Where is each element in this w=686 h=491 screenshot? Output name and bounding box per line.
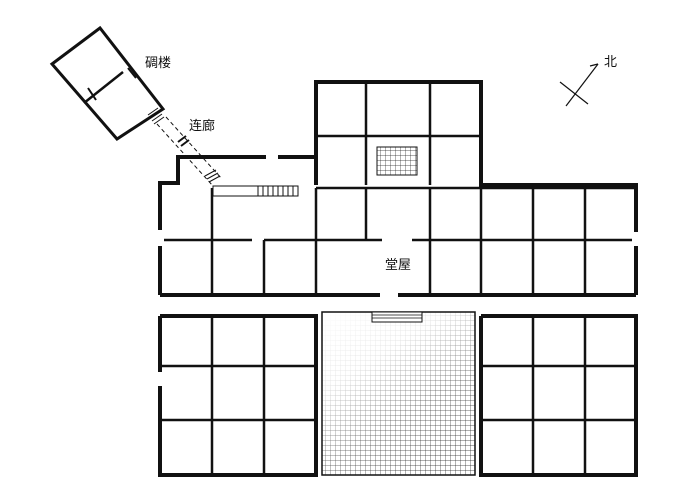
main-house-label: 堂屋 (385, 258, 412, 273)
diaolou-label: 碉楼 (145, 56, 172, 71)
right-wing-walls (481, 316, 636, 475)
door-openings (156, 230, 640, 386)
skylight (376, 146, 418, 176)
left-wing-walls (160, 316, 316, 475)
diaolou-stair (147, 107, 165, 125)
north-label: 北 (604, 55, 618, 70)
outer-walls (158, 80, 638, 477)
corridor (156, 116, 223, 187)
main-stair (212, 185, 299, 197)
north-arrow-icon (559, 63, 599, 107)
diaolou-block (49, 25, 166, 141)
corridor-label: 连廊 (189, 119, 216, 134)
interior-walls (160, 82, 636, 295)
courtyard (321, 311, 476, 476)
